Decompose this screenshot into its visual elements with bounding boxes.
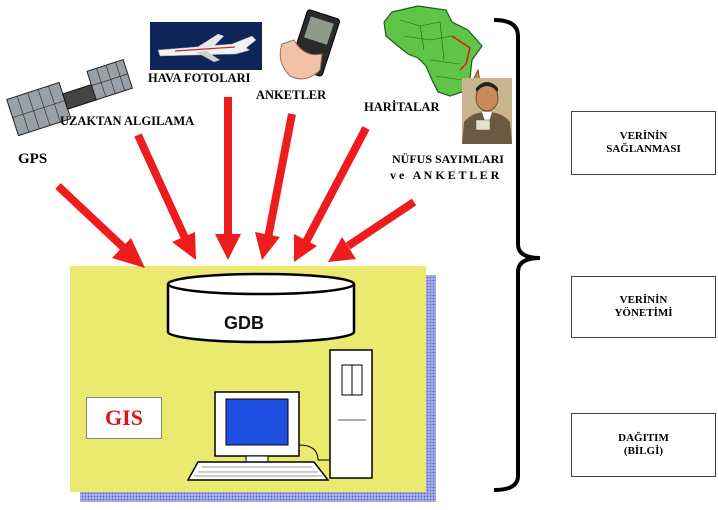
phase-box-acquisition: VERİNİN SAĞLANMASI [571, 111, 716, 175]
arrow-gps [55, 183, 145, 268]
phase-distribution-line2: (BİLGİ) [623, 445, 664, 457]
census-label-line1: NÜFUS SAYIMLARI [392, 152, 504, 166]
airplane-icon [150, 22, 262, 70]
gis-label: GIS [86, 397, 162, 439]
database-cylinder-icon [166, 272, 356, 344]
phase-distribution-line1: DAĞITIM [618, 432, 669, 444]
remote-sensing-label: UZAKTAN ALGILAMA [60, 114, 195, 128]
input-arrows [55, 97, 417, 268]
census-label-line2: v e A N K E T L E R [390, 168, 500, 182]
phase-acquisition-line1: VERİNİN [619, 130, 668, 142]
phase-acquisition-line2: SAĞLANMASI [606, 143, 681, 155]
aerial-photos-label: HAVA FOTOLARI [148, 71, 251, 85]
phase-box-management: VERİNİN YÖNETİMİ [571, 276, 716, 338]
africa-map-icon [383, 5, 483, 97]
arrow-remote-sensing [134, 133, 196, 260]
arrow-maps [294, 126, 370, 262]
panel-shadow [80, 275, 436, 502]
phase-box-distribution: DAĞITIM (BİLGİ) [571, 413, 716, 477]
phase-bracket [493, 18, 541, 492]
surveys-label: ANKETLER [256, 88, 327, 102]
gdb-label: GDB [224, 313, 264, 333]
arrow-surveys [255, 113, 296, 260]
satellite-icon [6, 58, 134, 137]
computer-icon [186, 349, 373, 481]
phase-management-line1: VERİNİN [619, 294, 668, 306]
arrow-census [328, 198, 417, 262]
phase-management-line2: YÖNETİMİ [614, 307, 673, 319]
arrow-aerial-photos [215, 97, 241, 260]
maps-label: HARİTALAR [364, 100, 440, 114]
handheld-survey-icon [272, 8, 341, 86]
gps-label: GPS [18, 151, 48, 167]
person-icon [462, 78, 512, 144]
